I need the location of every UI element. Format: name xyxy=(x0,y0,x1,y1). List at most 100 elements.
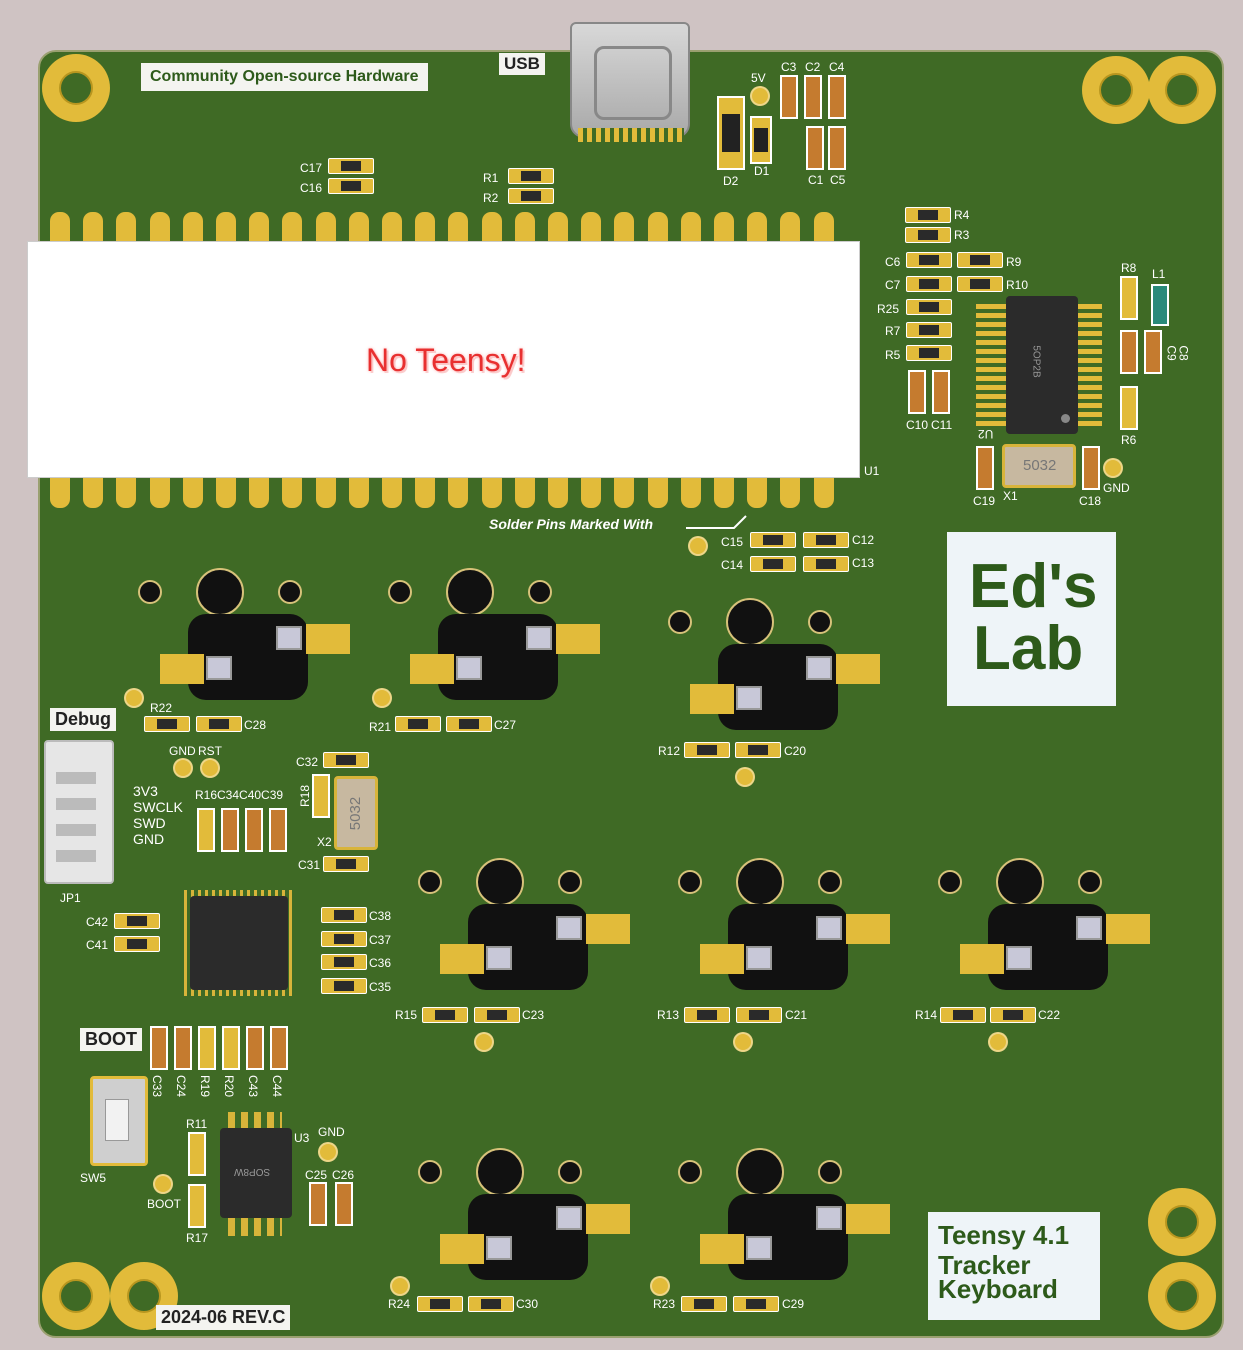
teensy-pin xyxy=(481,478,502,508)
label-c24: C24 xyxy=(174,1074,189,1098)
product-label: Teensy 4.1 Tracker Keyboard xyxy=(928,1212,1100,1320)
label-r19: R19 xyxy=(198,1074,213,1098)
via-c23 xyxy=(474,1032,494,1052)
label-r11: R11 xyxy=(186,1117,208,1131)
ic-u3: SOP8W xyxy=(220,1128,292,1218)
product-line3: Keyboard xyxy=(938,1274,1058,1304)
mounting-hole-bottom-right xyxy=(1148,1262,1216,1330)
key-socket xyxy=(418,1148,630,1290)
teensy-pin xyxy=(348,212,369,242)
test-point-5v xyxy=(750,86,770,106)
via-c20 xyxy=(735,767,755,787)
resistor-r25 xyxy=(906,299,952,315)
solder-note-arrow xyxy=(686,515,747,529)
cap-c30 xyxy=(468,1296,514,1312)
cap-c5 xyxy=(828,126,846,170)
label-r1: R1 xyxy=(483,171,499,185)
debug-connector-jp1 xyxy=(44,740,114,884)
mounting-hole-top-right xyxy=(1148,56,1216,124)
mounting-hole-bottom-left-2 xyxy=(110,1262,178,1330)
cap-c37 xyxy=(321,931,367,947)
revision-label: 2024-06 REV.C xyxy=(156,1305,291,1330)
teensy-pin xyxy=(514,478,535,508)
teensy-pin xyxy=(747,212,768,242)
boot-button-sw5[interactable] xyxy=(90,1076,148,1166)
teensy-pin xyxy=(548,478,568,508)
resistor-r9 xyxy=(957,252,1003,268)
label-5v: 5V xyxy=(751,71,766,85)
teensy-pin xyxy=(249,212,270,242)
resistor-r11 xyxy=(188,1132,206,1176)
teensy-pin xyxy=(182,212,203,242)
label-c19: C19 xyxy=(973,494,996,508)
resistor-r5 xyxy=(906,345,952,361)
label-sw5: SW5 xyxy=(80,1171,107,1185)
cap-c14 xyxy=(750,556,796,572)
cap-c13 xyxy=(803,556,849,572)
key-socket xyxy=(938,858,1150,1000)
resistor-r16 xyxy=(197,808,215,852)
label-c27: C27 xyxy=(494,718,517,732)
test-point-gnd-top xyxy=(1103,458,1123,478)
label-c37: C37 xyxy=(369,933,392,947)
teensy-pin xyxy=(149,212,170,242)
label-r21: R21 xyxy=(369,720,392,734)
resistor-r8 xyxy=(1120,276,1138,320)
label-r20: R20 xyxy=(222,1074,237,1098)
cap-c35 xyxy=(321,978,367,994)
resistor-r13 xyxy=(684,1007,730,1023)
cap-c18 xyxy=(1082,446,1100,490)
label-r24: R24 xyxy=(388,1297,411,1311)
label-r15: R15 xyxy=(395,1008,418,1022)
label-c44: C44 xyxy=(270,1074,285,1098)
resistor-r12 xyxy=(684,742,730,758)
cap-c17 xyxy=(328,158,374,174)
teensy-pin xyxy=(780,478,801,508)
teensy-pin xyxy=(182,478,203,508)
cap-c3 xyxy=(780,75,798,119)
label-gnd-boot: GND xyxy=(318,1125,345,1139)
label-jp1: JP1 xyxy=(60,891,81,905)
ic-u2: 5OP2B xyxy=(1006,296,1078,434)
crystal-x1: 5032 xyxy=(1002,444,1076,488)
label-c12: C12 xyxy=(852,533,875,547)
cap-c6 xyxy=(906,252,952,268)
label-r22: R22 xyxy=(150,701,173,715)
teensy-pin xyxy=(747,478,768,508)
resistor-r2 xyxy=(508,188,554,204)
cap-c44 xyxy=(270,1026,288,1070)
cap-c25 xyxy=(309,1182,327,1226)
resistor-r17 xyxy=(188,1184,206,1228)
key-socket xyxy=(678,858,890,1000)
ic-u2-marking: 5OP2B xyxy=(1030,345,1042,378)
resistor-r14 xyxy=(940,1007,986,1023)
label-u1: U1 xyxy=(864,464,880,478)
label-c16: C16 xyxy=(300,181,323,195)
cap-c29 xyxy=(733,1296,779,1312)
via-r22 xyxy=(124,688,144,708)
product-line2: Tracker xyxy=(938,1250,1031,1280)
teensy-pin xyxy=(415,212,436,242)
teensy-pin xyxy=(780,212,801,242)
diode-d1 xyxy=(750,116,772,164)
label-gnd-debug: GND xyxy=(169,744,196,758)
resistor-r4 xyxy=(905,207,951,223)
teensy-pin xyxy=(282,478,303,508)
label-c1: C1 xyxy=(808,173,824,187)
label-c29: C29 xyxy=(782,1297,805,1311)
resistor-r24 xyxy=(417,1296,463,1312)
teensy-pin xyxy=(647,478,668,508)
mcu-chip xyxy=(190,896,288,990)
test-point-gnd-debug xyxy=(173,758,193,778)
teensy-pin xyxy=(249,478,270,508)
crystal-x1-marking: 5032 xyxy=(1023,457,1057,474)
label-d2: D2 xyxy=(723,174,739,188)
mounting-hole-top-left-2 xyxy=(1082,56,1150,124)
via-r23 xyxy=(650,1276,670,1296)
cap-c40 xyxy=(245,808,263,852)
inductor-l1 xyxy=(1151,284,1169,326)
teensy-pin xyxy=(382,212,402,242)
label-r17: R17 xyxy=(186,1231,209,1245)
label-c21: C21 xyxy=(785,1008,808,1022)
label-c42: C42 xyxy=(86,915,109,929)
